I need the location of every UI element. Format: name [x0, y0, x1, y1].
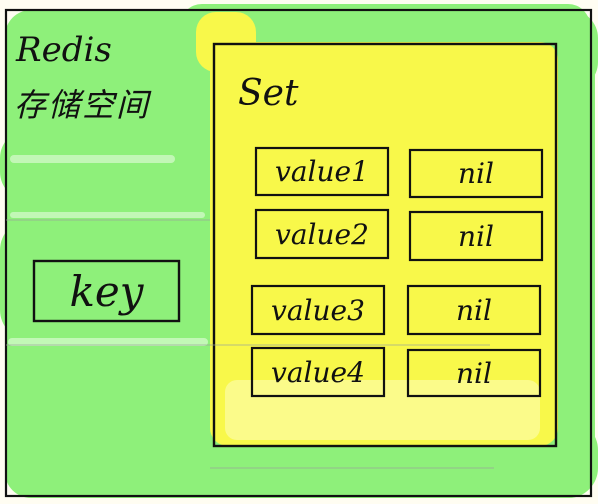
set-value-2: value2: [275, 217, 369, 251]
value-cell-1: [254, 146, 390, 197]
highlight-gaps: [8, 155, 208, 346]
storage-title: Redis: [16, 30, 112, 70]
value-cell-4: [250, 346, 386, 398]
set-placeholder-2: nil: [458, 219, 494, 253]
storage-subtitle: 存储空间: [14, 86, 151, 124]
nil-cell-4: [406, 348, 542, 398]
nil-cell-1: [408, 148, 544, 199]
set-placeholder-4: nil: [456, 356, 492, 390]
set-value-3: value3: [271, 293, 365, 327]
value-cell-2: [254, 208, 390, 260]
value-cells: [250, 146, 544, 398]
nil-cell-3: [406, 284, 542, 336]
set-border: [212, 42, 558, 448]
set-value-4: value4: [271, 355, 365, 389]
guide-lines: [6, 219, 494, 469]
value-cell-3: [250, 284, 386, 336]
nil-cell-2: [408, 210, 544, 262]
set-label: Set: [238, 73, 299, 114]
storage-border: [4, 8, 593, 498]
set-placeholder-3: nil: [456, 293, 492, 327]
key-box: [32, 259, 181, 323]
set-placeholder-1: nil: [458, 157, 494, 190]
set-value-1: value1: [275, 155, 369, 188]
key-label: key: [69, 266, 144, 316]
